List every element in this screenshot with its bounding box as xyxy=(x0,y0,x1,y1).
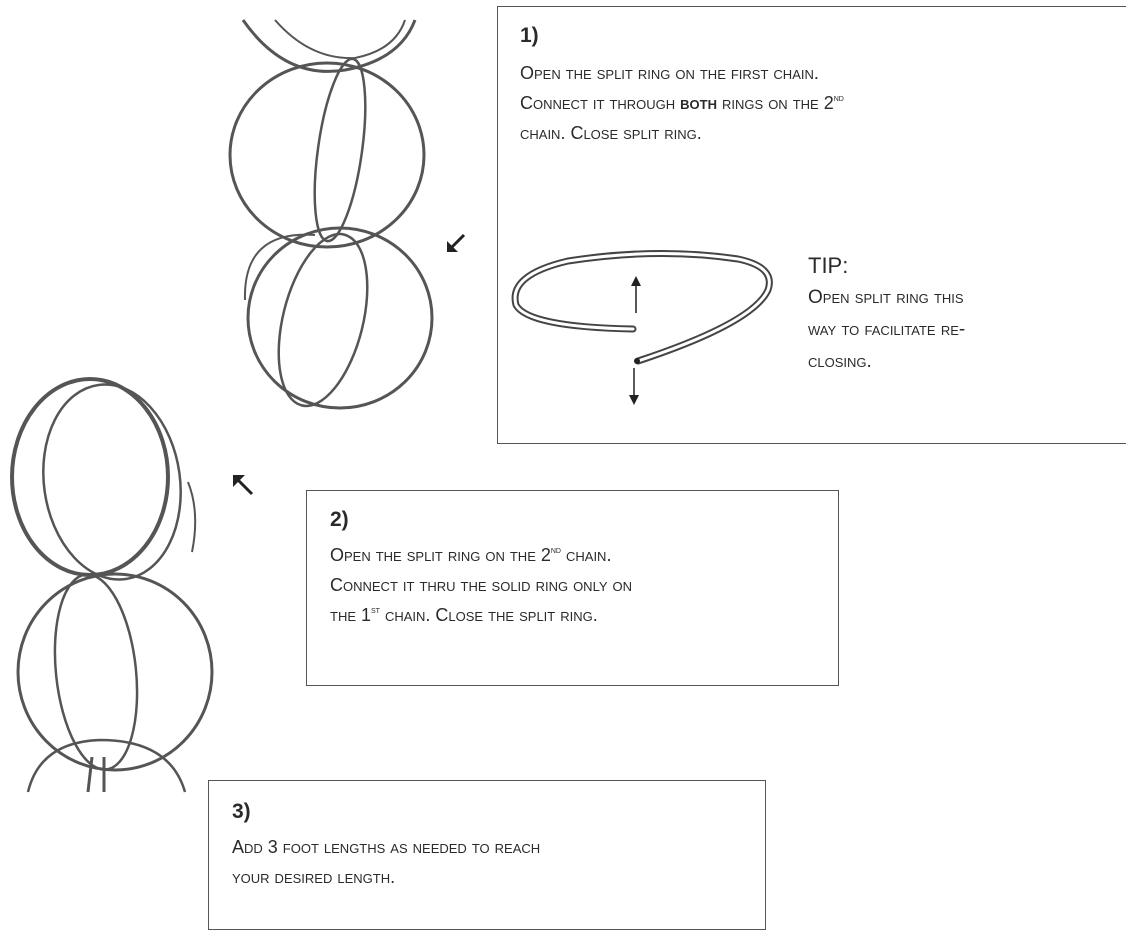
arrow-down-left-icon xyxy=(447,233,466,252)
step-3-number: 3) xyxy=(232,800,251,823)
arrow-up-icon xyxy=(631,276,641,313)
step-2-line-2: Connect it thru the solid ring only on xyxy=(330,575,633,595)
tip-line-3: closing. xyxy=(808,351,872,372)
tip-line-2: way to facilitate re- xyxy=(808,319,966,340)
step-1-line-2: Connect it through both rings on the 2nd xyxy=(520,93,844,113)
arrow-down-icon xyxy=(629,368,639,405)
step-3-line-1: Add 3 foot lengths as needed to reach xyxy=(232,837,541,857)
step-2-number: 2) xyxy=(330,508,349,531)
step-3-box xyxy=(208,780,766,930)
emphasis-both: both xyxy=(680,93,718,113)
step-2-box xyxy=(306,490,839,686)
step-3-line-2: your desired length. xyxy=(232,867,396,887)
step-2-line-3: the 1st chain. Close the split ring. xyxy=(330,605,598,625)
tip-line-1: Open split ring this xyxy=(808,287,964,308)
step-1-line-3: chain. Close split ring. xyxy=(520,123,702,143)
split-ring-diagram xyxy=(511,249,773,365)
step-1-number: 1) xyxy=(520,24,539,47)
step-1-box xyxy=(497,6,1126,444)
chain-illustration-2 xyxy=(10,377,214,793)
chain-illustration-1 xyxy=(228,19,434,410)
step-1-line-1: Open the split ring on the first chain. xyxy=(520,63,819,83)
tip-title: TIP: xyxy=(808,253,849,278)
step-2-line-1: Open the split ring on the 2nd chain. xyxy=(330,545,612,565)
arrow-up-left-icon xyxy=(233,475,254,496)
